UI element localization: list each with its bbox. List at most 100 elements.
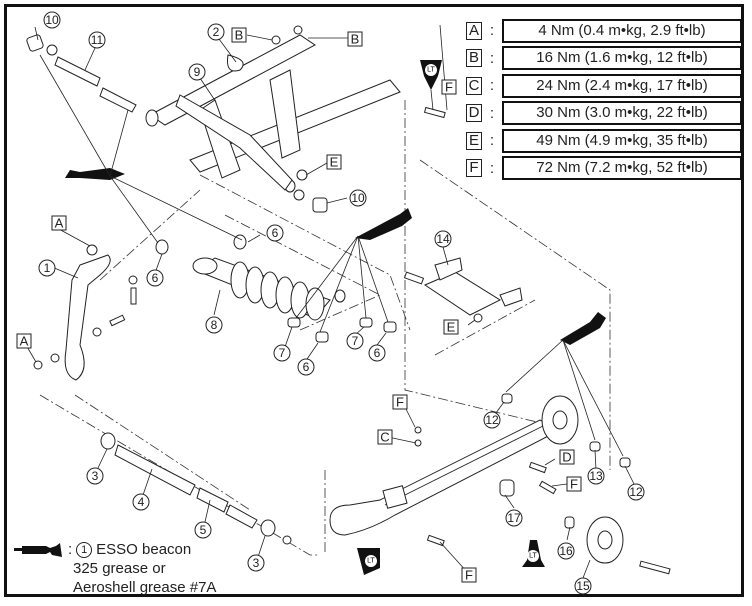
torque-ref-F: F xyxy=(461,567,477,583)
torque-value: 24 Nm (2.4 m•kg, 17 ft•lb) xyxy=(502,73,742,98)
svg-text:6: 6 xyxy=(374,346,381,360)
svg-text:17: 17 xyxy=(507,511,521,525)
callout-5: 5 xyxy=(194,521,212,539)
torque-ref-F: F xyxy=(566,476,582,492)
bracket-arm xyxy=(33,244,138,381)
callout-6: 6 xyxy=(297,358,315,376)
svg-text:6: 6 xyxy=(272,226,279,240)
svg-text:C: C xyxy=(380,430,389,445)
assembly-guide-lines xyxy=(39,100,611,556)
svg-text:D: D xyxy=(562,450,571,465)
callout-3: 3 xyxy=(86,467,104,485)
callout-2: 2 xyxy=(207,23,225,41)
callout-12: 12 xyxy=(627,483,645,501)
torque-key: E xyxy=(466,131,482,150)
svg-text:3: 3 xyxy=(253,556,260,570)
grease-gun-icon xyxy=(65,168,606,345)
torque-key: C xyxy=(466,76,482,95)
torque-ref-A: A xyxy=(51,215,67,231)
svg-text:12: 12 xyxy=(485,413,499,427)
separator: : xyxy=(489,49,495,67)
svg-text:14: 14 xyxy=(436,232,450,246)
svg-text:F: F xyxy=(465,568,473,583)
svg-text:6: 6 xyxy=(303,360,310,374)
svg-text:7: 7 xyxy=(279,346,286,360)
svg-text:A: A xyxy=(55,216,64,231)
torque-key: A xyxy=(466,21,482,40)
callout-10: 10 xyxy=(349,189,367,207)
callout-17: 17 xyxy=(505,509,523,527)
torque-ref-B: B xyxy=(231,27,247,43)
svg-text:2: 2 xyxy=(213,25,220,39)
torque-ref-D: D xyxy=(559,449,575,465)
part-ref-circle: 1 xyxy=(76,541,93,558)
callout-11: 11 xyxy=(88,31,106,49)
torque-value: 49 Nm (4.9 m•kg, 35 ft•lb) xyxy=(502,128,742,153)
grease-legend: : 1 ESSO beacon 325 grease or Aeroshell … xyxy=(14,540,216,597)
separator: : xyxy=(489,132,495,150)
svg-text:8: 8 xyxy=(211,318,218,332)
callout-14: 14 xyxy=(434,230,452,248)
torque-value: 72 Nm (7.2 m•kg, 52 ft•lb) xyxy=(502,156,742,181)
callout-6: 6 xyxy=(266,224,284,242)
shock-absorber xyxy=(192,257,346,321)
torque-ref-F: F xyxy=(441,79,457,95)
torque-row-D: D : 30 Nm (3.0 m•kg, 22 ft•lb) xyxy=(466,100,742,128)
torque-ref-E: E xyxy=(443,319,459,335)
separator: : xyxy=(68,541,73,558)
callout-6: 6 xyxy=(146,269,164,287)
callout-6: 6 xyxy=(368,344,386,362)
shock-spring xyxy=(230,261,325,321)
separator: : xyxy=(489,77,495,95)
rear-arm-frame xyxy=(145,34,401,193)
torque-value: 4 Nm (0.4 m•kg, 2.9 ft•lb) xyxy=(502,18,742,43)
callout-4: 4 xyxy=(132,493,150,511)
callout-13: 13 xyxy=(587,467,605,485)
svg-text:5: 5 xyxy=(200,523,207,537)
svg-text:11: 11 xyxy=(91,33,104,47)
leader-lines xyxy=(25,24,637,579)
torque-row-E: E : 49 Nm (4.9 m•kg, 35 ft•lb) xyxy=(466,127,742,155)
torque-key: B xyxy=(466,49,482,68)
svg-text:LT: LT xyxy=(367,558,375,565)
legend-line-3: Aeroshell grease #7A xyxy=(73,579,217,596)
torque-ref-A: A xyxy=(16,333,32,349)
torque-row-B: B : 16 Nm (1.6 m•kg, 12 ft•lb) xyxy=(466,45,742,73)
axle-shafts xyxy=(100,432,292,545)
svg-text:6: 6 xyxy=(152,271,159,285)
loctite-icon: LT xyxy=(522,540,545,567)
callout-12: 12 xyxy=(483,411,501,429)
legend-line-2: 325 grease or xyxy=(73,560,166,577)
callout-10: 10 xyxy=(43,11,61,29)
loctite-icon: LT xyxy=(357,548,380,575)
svg-text:3: 3 xyxy=(92,469,99,483)
svg-text:B: B xyxy=(235,28,244,43)
svg-text:F: F xyxy=(396,395,404,410)
slide-rail xyxy=(329,106,671,575)
torque-ref-E: E xyxy=(326,154,342,170)
svg-text:F: F xyxy=(570,477,578,492)
callout-7: 7 xyxy=(273,344,291,362)
svg-text:F: F xyxy=(445,80,453,95)
svg-text:10: 10 xyxy=(45,13,59,27)
svg-text:E: E xyxy=(330,155,339,170)
bushings xyxy=(26,25,397,343)
torque-row-C: C : 24 Nm (2.4 m•kg, 17 ft•lb) xyxy=(466,72,742,100)
torque-ref-B: B xyxy=(347,31,363,47)
diagram-frame xyxy=(4,4,744,597)
svg-text:13: 13 xyxy=(589,469,603,483)
legend-line-1: ESSO beacon xyxy=(96,541,192,558)
torque-ref-F: F xyxy=(392,394,408,410)
svg-text:LT: LT xyxy=(427,67,435,74)
svg-text:A: A xyxy=(20,334,29,349)
torque-row-A: A : 4 Nm (0.4 m•kg, 2.9 ft•lb) xyxy=(466,17,742,45)
callout-7: 7 xyxy=(346,332,364,350)
torque-ref-C: C xyxy=(377,429,393,445)
svg-text:LT: LT xyxy=(529,553,537,560)
callout-1: 1 xyxy=(38,259,56,277)
svg-text:E: E xyxy=(447,320,456,335)
callout-8: 8 xyxy=(205,316,223,334)
torque-value: 16 Nm (1.6 m•kg, 12 ft•lb) xyxy=(502,46,742,71)
svg-text:10: 10 xyxy=(351,191,365,205)
